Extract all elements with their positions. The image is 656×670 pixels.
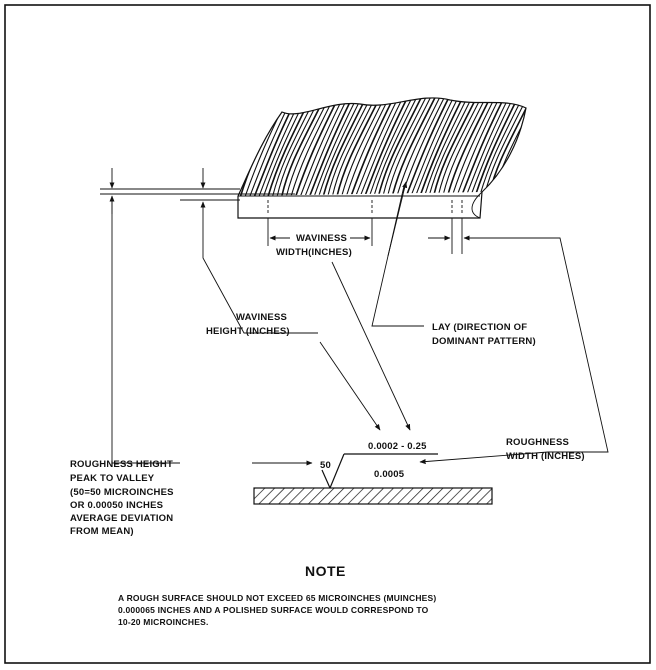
ridge-line bbox=[326, 97, 372, 196]
surface-ridges bbox=[239, 97, 526, 196]
ridge-line bbox=[345, 97, 391, 196]
waviness-height-dimension bbox=[100, 168, 295, 463]
ridge-line bbox=[303, 97, 349, 196]
ridge-line bbox=[290, 97, 336, 196]
specimen-block bbox=[237, 97, 527, 219]
ridge-line bbox=[469, 97, 515, 196]
ridge-line bbox=[317, 97, 363, 196]
ridge-line bbox=[391, 97, 437, 196]
waviness-width-label-2: WIDTH(INCHES) bbox=[276, 247, 352, 258]
ridge-line bbox=[280, 97, 327, 196]
ridge-line bbox=[451, 97, 497, 196]
roughness-width-value: 0.0005 bbox=[374, 469, 405, 480]
ridge-line bbox=[244, 97, 290, 196]
lay-label-2: DOMINANT PATTERN) bbox=[432, 336, 536, 347]
ridge-line bbox=[437, 97, 483, 196]
ridge-line bbox=[464, 97, 510, 196]
roughness-height-label-6: FROM MEAN) bbox=[70, 526, 134, 537]
base-surface bbox=[253, 487, 493, 505]
ridge-line bbox=[455, 97, 501, 196]
roughness-height-label-1: ROUGHNESS HEIGHT bbox=[70, 459, 173, 470]
note-line-1: A ROUGH SURFACE SHOULD NOT EXCEED 65 MIC… bbox=[118, 593, 436, 603]
ridge-line bbox=[473, 97, 520, 196]
roughness-value: 50 bbox=[320, 460, 331, 471]
waviness-values: 0.0002 - 0.25 bbox=[368, 441, 427, 452]
roughness-height-label-3: (50=50 MICROINCHES bbox=[70, 487, 174, 498]
lay-label-1: LAY (DIRECTION OF bbox=[432, 322, 527, 333]
ridge-line bbox=[446, 97, 492, 196]
roughness-width-label-1: ROUGHNESS bbox=[506, 437, 569, 448]
ridge-line bbox=[428, 97, 474, 196]
ridge-line bbox=[377, 97, 423, 196]
ridge-line bbox=[313, 97, 359, 196]
surface-texture-symbol bbox=[321, 453, 438, 489]
ridge-line bbox=[478, 97, 524, 196]
ridge-line bbox=[418, 97, 465, 196]
ridge-line bbox=[354, 97, 400, 196]
ridge-line bbox=[460, 97, 506, 196]
note-line-2: 0.000065 INCHES AND A POLISHED SURFACE W… bbox=[118, 605, 429, 615]
ridge-line bbox=[363, 97, 409, 196]
roughness-width-label-2: WIDTH (INCHES) bbox=[506, 451, 585, 462]
ridge-line bbox=[368, 97, 414, 196]
ridge-line bbox=[322, 97, 368, 196]
ridge-line bbox=[340, 97, 386, 196]
ridge-line bbox=[285, 97, 331, 196]
waviness-height-label-1: WAVINESS bbox=[236, 312, 287, 323]
ridge-line bbox=[331, 97, 377, 196]
ridge-line bbox=[335, 97, 382, 196]
border bbox=[4, 4, 651, 664]
roughness-width-dimension bbox=[419, 218, 609, 465]
roughness-height-label-4: OR 0.00050 INCHES bbox=[70, 500, 163, 511]
ridge-line bbox=[423, 97, 469, 196]
note-line-3: 10-20 MICROINCHES. bbox=[118, 617, 209, 627]
leader-lines bbox=[112, 181, 424, 466]
roughness-height-label-5: AVERAGE DEVIATION bbox=[70, 513, 173, 524]
ridge-line bbox=[308, 97, 354, 196]
ridge-line bbox=[294, 97, 340, 196]
ridge-line bbox=[441, 97, 487, 196]
waviness-width-label-1: WAVINESS bbox=[296, 233, 347, 244]
ridge-line bbox=[299, 97, 345, 196]
ridge-line bbox=[395, 97, 441, 196]
ridge-line bbox=[386, 97, 432, 196]
ridge-line bbox=[349, 97, 396, 196]
ridge-line bbox=[372, 97, 418, 196]
ridge-line bbox=[432, 97, 478, 196]
ridge-line bbox=[382, 97, 428, 196]
ridge-line bbox=[359, 97, 405, 196]
ridge-line bbox=[239, 97, 285, 196]
roughness-height-label-2: PEAK TO VALLEY bbox=[70, 473, 155, 484]
waviness-height-label-2: HEIGHT (INCHES) bbox=[206, 326, 290, 337]
ridge-line bbox=[404, 97, 451, 196]
note-title: NOTE bbox=[305, 563, 346, 579]
waviness-width-dimension bbox=[267, 218, 373, 246]
ridge-line bbox=[409, 97, 455, 196]
ridge-line bbox=[414, 97, 460, 196]
